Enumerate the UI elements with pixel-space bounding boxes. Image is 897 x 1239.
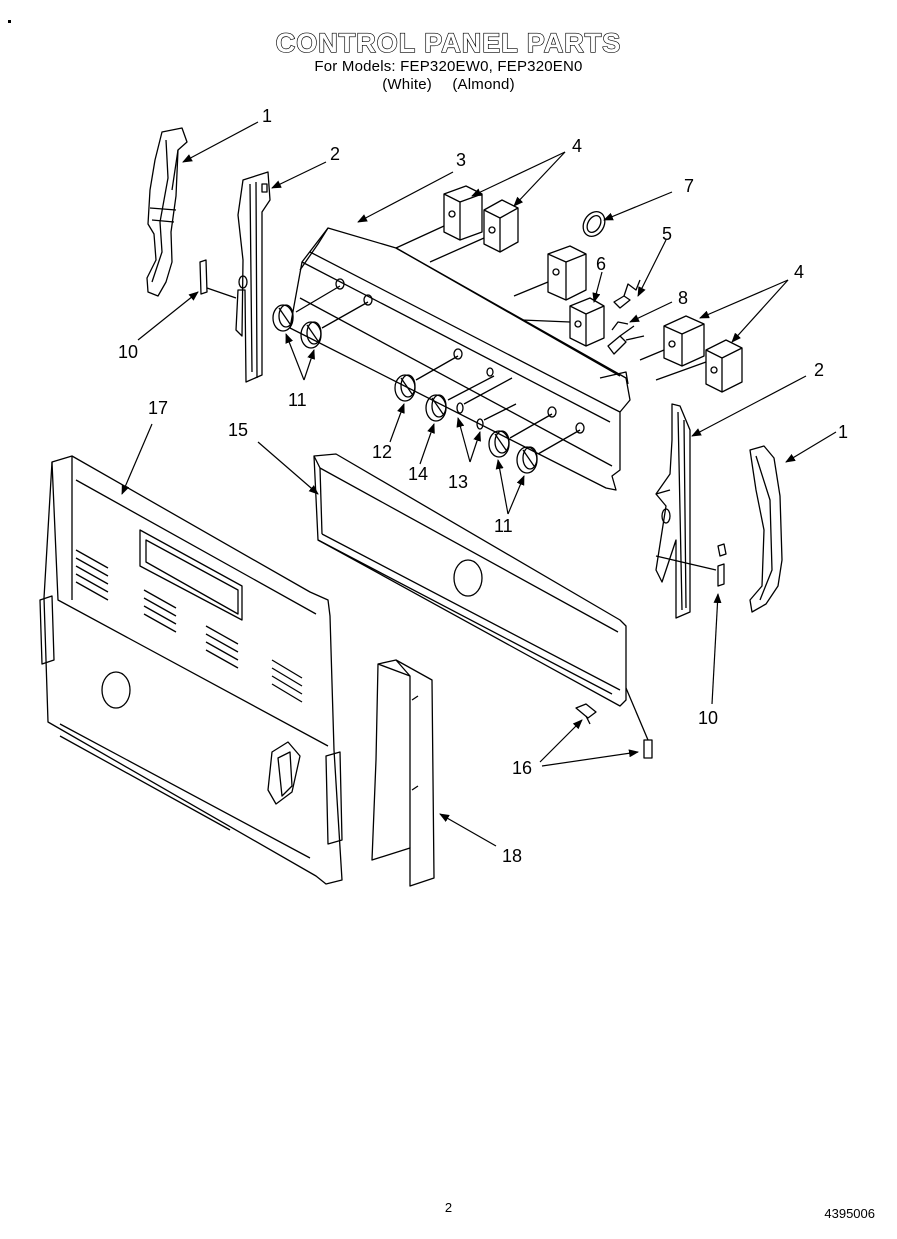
callout-5: 5	[662, 224, 672, 244]
part-6-switch	[513, 245, 605, 347]
callout-14: 14	[408, 464, 428, 484]
page-number: 2	[444, 1200, 453, 1215]
part-18-channel	[371, 659, 435, 887]
scan-speck	[8, 20, 11, 23]
document-code: 4395006	[824, 1206, 875, 1221]
callout-16: 16	[512, 758, 532, 778]
leader-lines	[121, 121, 837, 847]
callout-2-right: 2	[814, 360, 824, 380]
part-11-right-knobs	[488, 413, 581, 474]
part-4-right-switches	[639, 315, 743, 393]
callout-10-left: 10	[118, 342, 138, 362]
part-13-buttons	[456, 377, 517, 430]
callout-13: 13	[448, 472, 468, 492]
part-7-indicator-ring	[582, 211, 606, 237]
part-3-control-panel	[289, 227, 631, 491]
part-10-left-clip	[199, 259, 237, 299]
callout-8: 8	[678, 288, 688, 308]
part-2-right-bracket	[655, 403, 691, 619]
callout-3: 3	[456, 150, 466, 170]
part-12-14-knobs	[394, 355, 495, 422]
page-title: CONTROL PANEL PARTS	[275, 27, 622, 58]
callout-2-left: 2	[330, 144, 340, 164]
part-17-rear-panel	[39, 455, 343, 885]
callout-11-right: 11	[494, 516, 513, 536]
part-1-right-endcap	[749, 445, 783, 613]
callout-6: 6	[596, 254, 606, 274]
part-8-light-leads	[607, 325, 645, 355]
part-15-trim-panel	[313, 453, 627, 707]
callout-4-right: 4	[794, 262, 804, 282]
part-1-left-endcap	[146, 127, 188, 297]
callout-15: 15	[228, 420, 248, 440]
callout-1-left: 1	[262, 106, 272, 126]
callout-18: 18	[502, 846, 522, 866]
part-16-screw	[575, 687, 653, 759]
models-line: For Models: FEP320EW0, FEP320EN0	[314, 58, 583, 75]
callout-7: 7	[684, 176, 694, 196]
part-5-indicator-light	[611, 279, 641, 331]
color-line: (White) (Almond)	[0, 76, 897, 93]
color-white: (White)	[382, 76, 432, 93]
part-10-right-clip	[655, 543, 727, 587]
color-almond: (Almond)	[452, 76, 515, 93]
callout-1-right: 1	[838, 422, 848, 442]
part-4-upper-switches	[395, 185, 519, 263]
callout-4-upper: 4	[572, 136, 582, 156]
callout-17: 17	[148, 398, 168, 418]
callout-12: 12	[372, 442, 392, 462]
callout-11-left: 11	[288, 390, 307, 410]
part-2-left-bracket	[235, 171, 271, 383]
callout-10-right: 10	[698, 708, 718, 728]
part-11-left-knobs	[272, 285, 369, 349]
